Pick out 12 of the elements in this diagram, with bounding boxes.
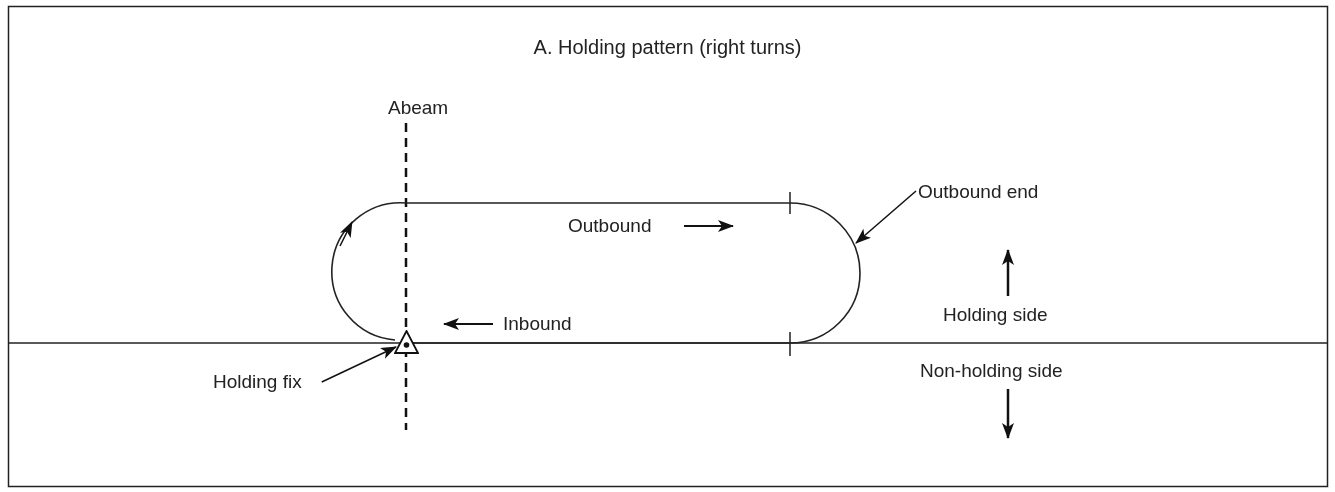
direction-label: Holding side: [943, 304, 1048, 326]
leader-line: [320, 346, 397, 383]
direction-label: Outbound: [568, 215, 652, 237]
direction-label: Inbound: [503, 313, 572, 335]
leader-line: [855, 190, 917, 244]
callout-label: Holding fix: [213, 371, 302, 393]
diagram-title: A. Holding pattern (right turns): [532, 36, 803, 58]
callout-label: Outbound end: [918, 181, 1039, 203]
direction-label: Non-holding side: [920, 360, 1063, 382]
axis-label: Abeam: [388, 97, 449, 119]
holding-fix-triangle: [394, 330, 419, 354]
holding-pattern-end-arc: [789, 202, 861, 344]
